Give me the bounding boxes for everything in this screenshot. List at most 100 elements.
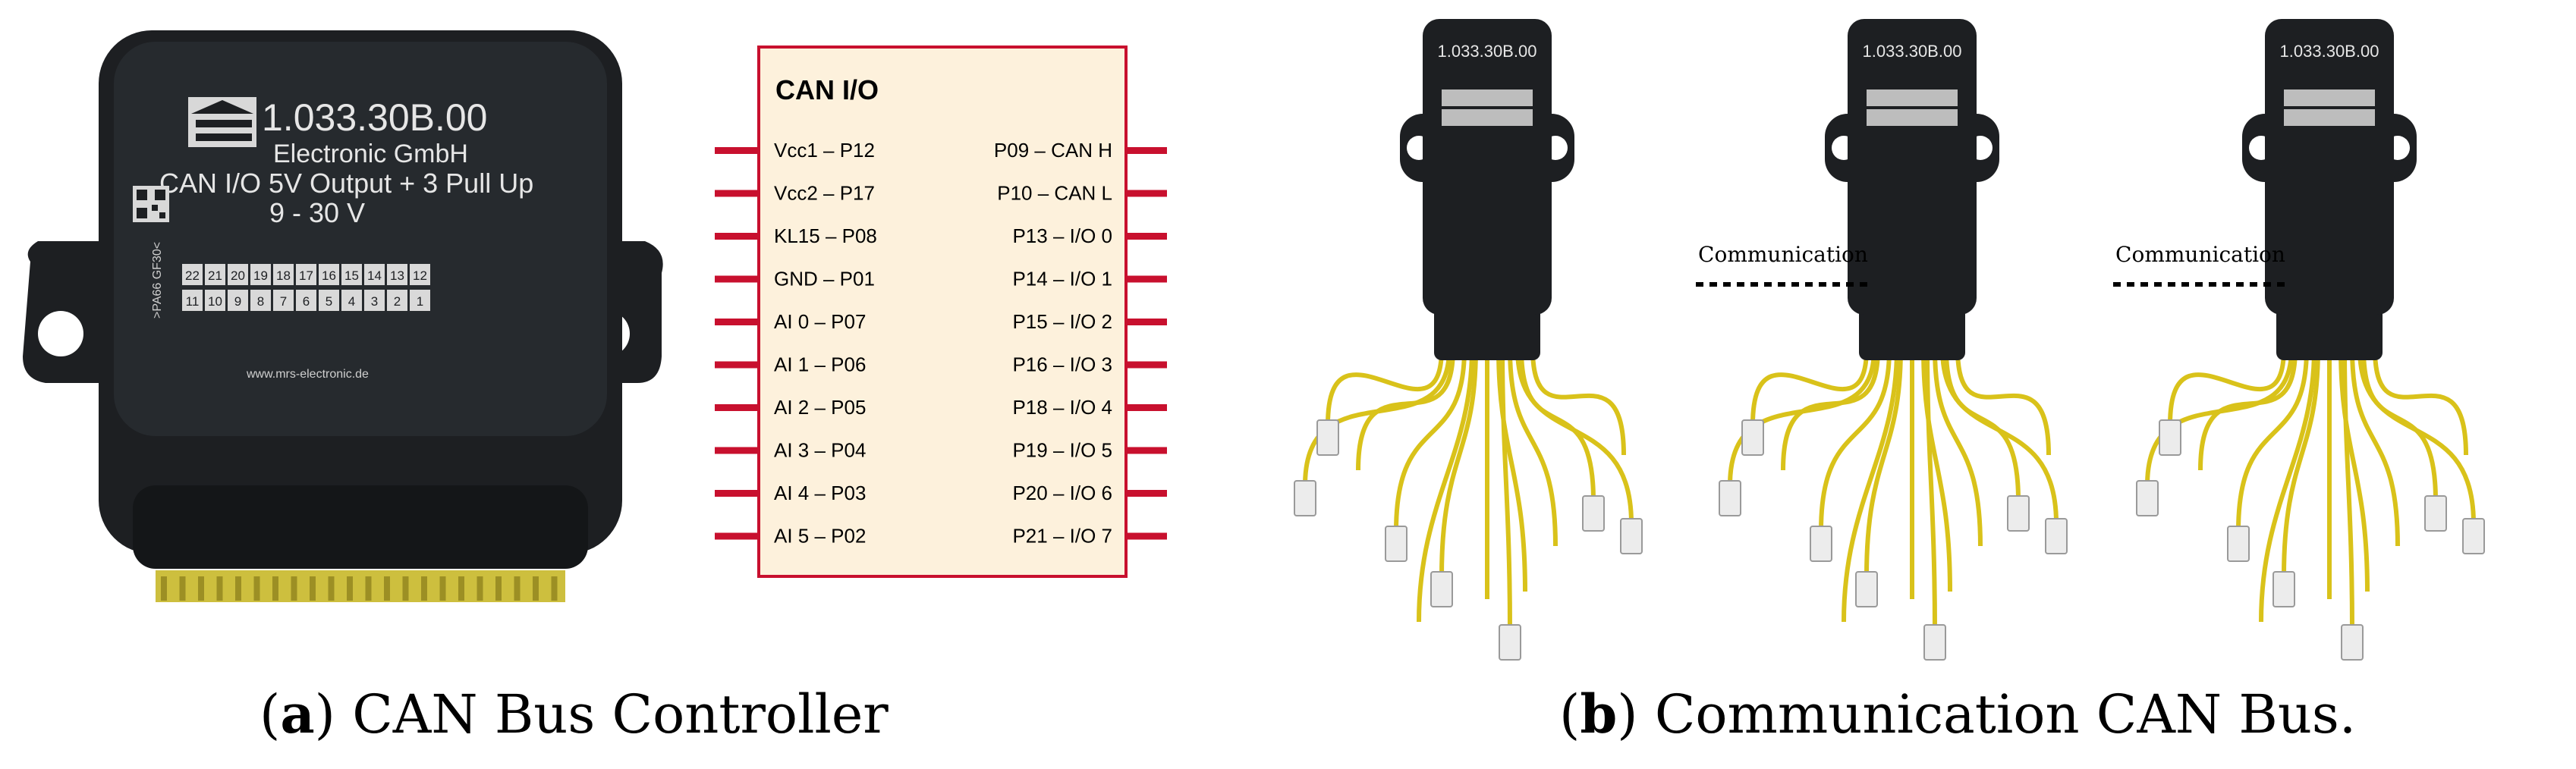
pin-cell: [341, 264, 362, 285]
pin-cell: [273, 264, 294, 285]
connector-pin: [179, 576, 186, 601]
caption-b-letter: b: [1580, 683, 1618, 745]
harness-gland: [1434, 303, 1540, 360]
harness-wire: [1921, 348, 1952, 592]
controller-maker: Electronic GmbH: [273, 140, 468, 168]
pin-cell: [341, 290, 362, 311]
harness-wire: [1394, 348, 1467, 532]
wire-connector: [1499, 624, 1521, 661]
pin-stub-left: [715, 275, 760, 283]
harness-wire: [2236, 348, 2309, 532]
pin-number: 2: [394, 294, 401, 309]
controller-voltage: 9 - 30 V: [269, 197, 365, 228]
pin-cell: [387, 264, 407, 285]
pin-label-left: AI 5 – P02: [774, 525, 866, 548]
wire-connector: [2462, 518, 2485, 554]
pin-label-right: P21 – I/O 7: [1012, 525, 1112, 548]
harness-wire: [1500, 348, 1512, 630]
pin-number: 12: [413, 268, 427, 283]
pin-cell: [182, 264, 203, 285]
pin-cell: [410, 264, 430, 285]
pin-cell: [410, 290, 430, 311]
wire-connector: [2007, 495, 2030, 532]
pin-label-right: P14 – I/O 1: [1012, 268, 1112, 290]
pin-number: 20: [231, 268, 245, 283]
pin-label-left: AI 0 – P07: [774, 310, 866, 333]
harness-wire: [1508, 348, 1558, 547]
connector-pin: [439, 576, 446, 601]
caption-b: (b) Communication CAN Bus.: [1559, 683, 2357, 745]
pin-stub-right: [1124, 404, 1167, 411]
wire-connector: [1810, 526, 1832, 562]
pin-cell: [205, 264, 225, 285]
pin-label-right: P09 – CAN H: [994, 139, 1112, 162]
pin-number: 8: [257, 294, 264, 309]
pin-cell: [228, 290, 248, 311]
qr-code-icon: [133, 186, 169, 222]
can-controller-device: 1.033.30B.00 Electronic GmbH CAN I/O 5V …: [23, 30, 663, 602]
wire-connector: [2136, 480, 2159, 516]
harness-gland: [2276, 303, 2383, 360]
wire-connector: [1430, 571, 1453, 607]
pin-stub-right: [1124, 319, 1167, 325]
harness-wire: [1940, 348, 2059, 524]
pin-stub-left: [715, 147, 760, 154]
node-pin-grid: [1867, 89, 1958, 106]
can-node: 1.033.30B.00: [1719, 19, 2068, 661]
harness-wire: [2357, 348, 2476, 524]
pin-number: 10: [208, 294, 222, 309]
pin-cell: [319, 264, 339, 285]
pin-label-left: KL15 – P08: [774, 224, 877, 247]
pin-number: 18: [276, 268, 291, 283]
connector-pin: [551, 576, 558, 601]
pin-label-left: AI 3 – P04: [774, 439, 866, 462]
wire-connector: [1719, 480, 1741, 516]
pin-stub-right: [1124, 490, 1167, 497]
pin-number: 7: [280, 294, 287, 309]
node-housing: [1423, 19, 1552, 315]
pin-stub-left: [715, 404, 760, 411]
connector-pin: [421, 576, 427, 601]
connector-pin: [161, 576, 167, 601]
connector-pin-ticks: [161, 576, 558, 601]
pin-stub-right: [1124, 361, 1167, 369]
wire-connector: [1855, 571, 1878, 607]
wire-connector: [1620, 518, 1643, 554]
wire-connector: [1923, 624, 1946, 661]
pin-number: 11: [186, 294, 200, 309]
node-part-number: 1.033.30B.00: [2280, 42, 2379, 61]
harness-wire: [1515, 348, 1634, 524]
harness-wire: [1955, 348, 2051, 456]
pin-label-right: P18 – I/O 4: [1012, 396, 1112, 419]
pinout-box: [757, 46, 1128, 578]
pin-cell: [273, 290, 294, 311]
pin-cell: [182, 290, 203, 311]
harness-wire: [1303, 348, 1452, 486]
can-node: 1.033.30B.00: [1294, 19, 1643, 661]
node-pin-grid: [1867, 109, 1958, 126]
pin-label-right: P19 – I/O 5: [1012, 439, 1112, 462]
pin-number: 16: [322, 268, 336, 283]
node-housing: [1848, 19, 1977, 315]
harness-wire: [1530, 348, 1626, 456]
pin-number: 15: [344, 268, 359, 283]
harness-wire: [1356, 348, 1455, 471]
connector-pin: [347, 576, 353, 601]
pin-stub-right: [1124, 190, 1167, 197]
node-pin-grid: [1442, 109, 1533, 126]
harness-wire: [2373, 348, 2468, 456]
pin-cell: [250, 290, 271, 311]
pin-number: 17: [299, 268, 313, 283]
pin-label-right: P10 – CAN L: [997, 182, 1112, 205]
wire-connector: [2045, 518, 2068, 554]
pin-label-left: GND – P01: [774, 268, 875, 290]
pin-cell: [319, 290, 339, 311]
harness-wire: [1750, 348, 1869, 425]
wire-connector: [1294, 480, 1316, 516]
pin-number: 6: [303, 294, 310, 309]
harness-wire: [1781, 348, 1880, 471]
pin-stubs: [715, 147, 1167, 540]
